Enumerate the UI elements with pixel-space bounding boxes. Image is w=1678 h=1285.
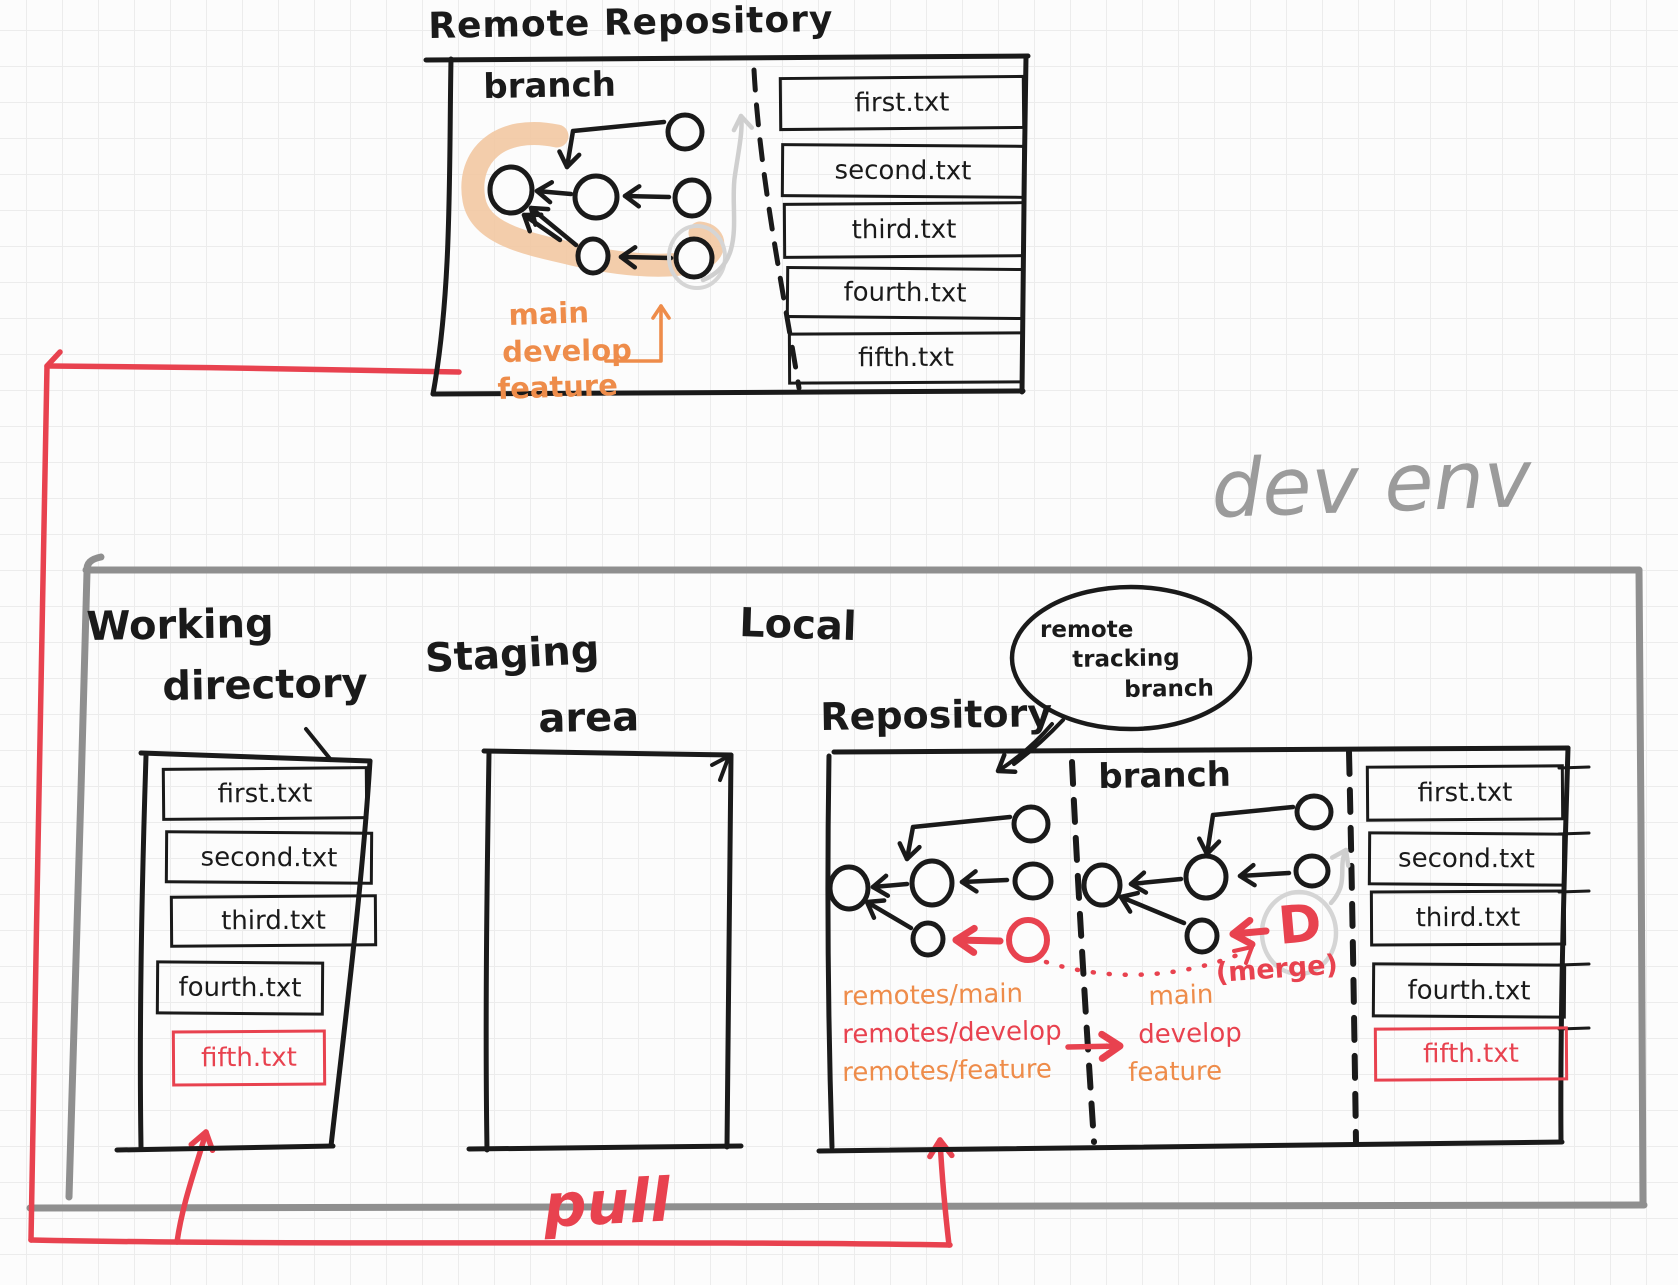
working-directory-box (114, 727, 373, 1153)
local-file-box: first.txt (1365, 764, 1565, 822)
local-branch-edges (1118, 804, 1296, 926)
working-file-box: third.txt (169, 894, 378, 948)
remote-file-box: first.txt (778, 74, 1026, 132)
commit-node (1081, 862, 1123, 908)
stray-stroke (304, 727, 333, 762)
commit-node (672, 177, 712, 219)
local-divider-dashed-2 (1346, 749, 1359, 1145)
staging-area-box (466, 748, 744, 1153)
file-slot-line (1557, 962, 1591, 967)
remote-branch-label: branch (482, 64, 617, 107)
commit-node (1294, 793, 1334, 831)
remote-commit-graph (487, 112, 715, 280)
remote-branch-name-develop: develop (501, 332, 633, 369)
commit-node (827, 864, 871, 912)
local-file-box-new: fifth.txt (1373, 1026, 1569, 1082)
fetch-arrow-red (952, 924, 1004, 956)
commit-node (1293, 853, 1331, 889)
remote-commit-edges (521, 119, 674, 270)
remote-repo-box (423, 53, 1031, 397)
local-branch-label: branch (1097, 754, 1232, 797)
local-file-box: fourth.txt (1371, 962, 1567, 1019)
commit-node (487, 164, 535, 216)
remote-gray-swoosh-arrow (700, 113, 754, 283)
remote-file-box: fifth.txt (787, 331, 1025, 385)
local-repo-title-1: Local (738, 600, 858, 651)
local-remote-tracking-edges (864, 814, 1013, 931)
staging-area-title-1: Staging (423, 626, 601, 682)
commit-node (1011, 804, 1051, 844)
bubble-text-line1: remote (1040, 617, 1134, 643)
fetched-commit-node (1006, 917, 1050, 963)
remote-ref-feature: remotes/feature (841, 1054, 1053, 1088)
pull-arrow-into-working (174, 1129, 216, 1245)
local-divider-dashed-1 (1069, 759, 1097, 1145)
merge-dotted-curve (1043, 951, 1243, 977)
remote-head-ring (667, 113, 754, 290)
file-slot-line (1557, 765, 1591, 770)
remote-branch-name-main: main (507, 295, 590, 332)
working-file-box-modified: fifth.txt (171, 1029, 327, 1087)
pull-label: pull (541, 1165, 673, 1242)
merge-commit-node-label: D (1275, 893, 1324, 957)
pull-route (28, 349, 955, 1248)
working-directory-title-2: directory (161, 660, 369, 710)
corner-tick (718, 754, 731, 782)
remote-file-box: second.txt (780, 143, 1026, 199)
local-branch-graph (1081, 793, 1334, 955)
commit-node (575, 236, 611, 276)
local-repo-title-2: Repository (819, 690, 1053, 739)
local-gray-swoosh-arrow (1328, 847, 1351, 906)
commit-node (1183, 853, 1229, 901)
working-file-box: first.txt (161, 766, 369, 821)
corner-tick (710, 754, 731, 767)
commit-node (1184, 917, 1220, 955)
bubble-text-line2: tracking (1071, 645, 1180, 673)
remote-divider-dashed (751, 67, 802, 391)
remote-ref-main: remotes/main (841, 978, 1024, 1012)
local-branch-develop: develop (1137, 1018, 1243, 1050)
commit-node (673, 236, 715, 280)
commit-node (909, 858, 955, 908)
local-file-box: second.txt (1367, 831, 1566, 887)
working-file-box: second.txt (164, 830, 374, 885)
remote-branch-name-feature: feature (496, 367, 619, 406)
remote-repo-title: Remote Repository (427, 0, 834, 47)
local-remote-tracking-graph (827, 804, 1054, 963)
bubble-text-line3: branch (1123, 675, 1215, 703)
local-branch-main: main (1147, 979, 1214, 1012)
local-branch-feature: feature (1127, 1056, 1223, 1088)
pull-arrow-into-local (927, 1137, 955, 1248)
remote-tracking-bubble (995, 584, 1253, 775)
local-file-box: third.txt (1369, 889, 1567, 947)
commit-node (665, 112, 705, 152)
refs-to-branches-arrow (1065, 1030, 1124, 1062)
file-slot-line (1557, 831, 1591, 836)
staging-area-title-2: area (537, 694, 640, 742)
remote-branch-pointer-arrow (604, 304, 671, 363)
remote-file-box: fourth.txt (785, 265, 1025, 321)
merge-arrows-red (1043, 916, 1270, 1062)
local-repo-box (816, 745, 1591, 1154)
commit-node (1012, 861, 1054, 901)
file-slot-line (1557, 889, 1591, 894)
remote-file-box: third.txt (782, 201, 1026, 259)
env-label: dev env (1209, 431, 1533, 536)
commit-node (910, 920, 946, 958)
commit-node (572, 173, 620, 221)
dev-env-frame (26, 553, 1648, 1212)
working-directory-title-1: Working (85, 600, 275, 650)
working-file-box: fourth.txt (155, 960, 325, 1016)
remote-ref-develop: remotes/develop (841, 1016, 1062, 1050)
file-slot-line (1557, 1026, 1591, 1031)
